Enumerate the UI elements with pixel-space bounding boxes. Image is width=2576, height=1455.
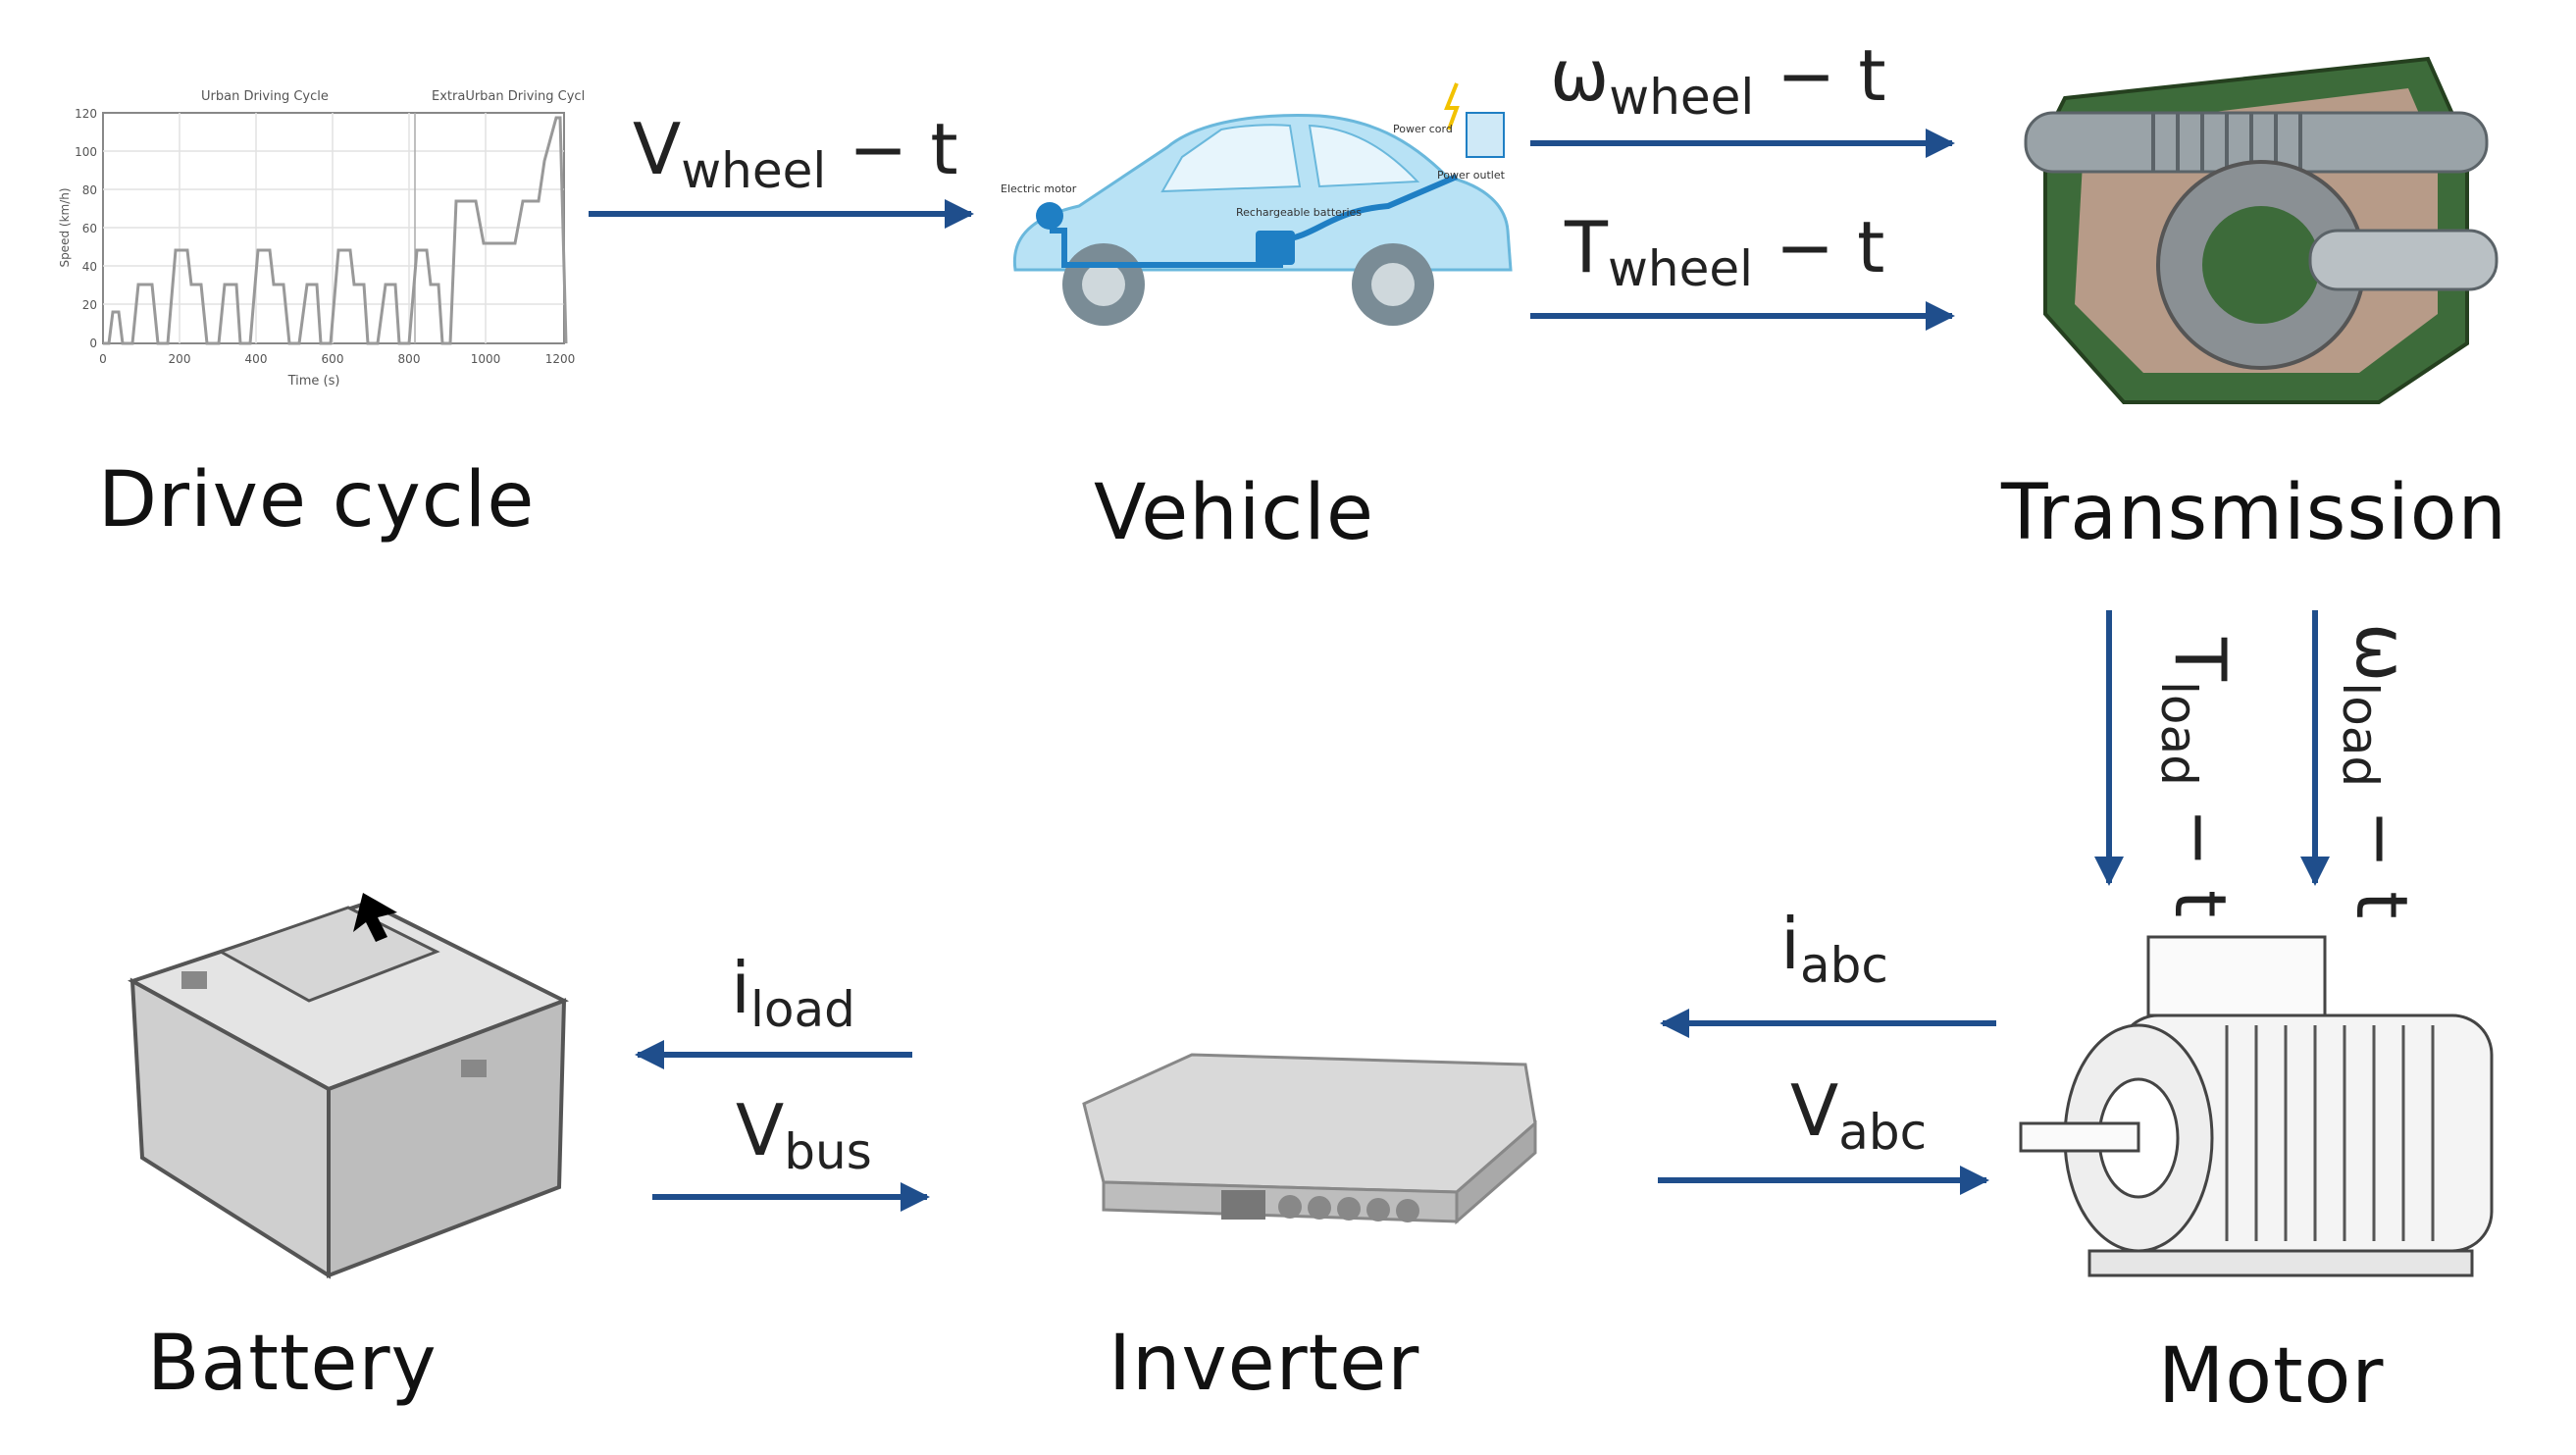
signal-label-v-bus: Vbus bbox=[736, 1089, 872, 1180]
signal-label-i-abc: iabc bbox=[1780, 903, 1888, 994]
block-title-motor: Motor bbox=[2158, 1332, 2385, 1421]
block-title-drive-cycle: Drive cycle bbox=[98, 456, 536, 545]
vehicle-label-cord: Power cord bbox=[1393, 123, 1453, 135]
drive-cycle-ytick: 60 bbox=[82, 222, 97, 235]
signal-label-omega-load: ωload − t bbox=[2332, 623, 2423, 919]
signal-label-t-load: Tload − t bbox=[2150, 638, 2241, 918]
drive-cycle-title-urban: Urban Driving Cycle bbox=[201, 89, 329, 104]
signal-label-v-wheel: Vwheel − t bbox=[633, 108, 958, 199]
drive-cycle-xtick: 800 bbox=[398, 352, 421, 366]
drive-cycle-xtick: 1000 bbox=[471, 352, 501, 366]
motor-illustration bbox=[2019, 935, 2494, 1277]
drive-cycle-ytick: 20 bbox=[82, 298, 97, 312]
transmission-gearbox-illustration bbox=[2024, 56, 2499, 404]
vehicle-label-motor: Electric motor bbox=[1001, 182, 1077, 195]
drive-cycle-ytick: 120 bbox=[75, 107, 97, 121]
drive-cycle-plot: Urban Driving Cycle ExtraUrban Driving C… bbox=[58, 89, 584, 389]
signal-label-i-load: iload bbox=[731, 947, 855, 1038]
vehicle-label-outlet: Power outlet bbox=[1437, 169, 1506, 182]
drive-cycle-xtick: 0 bbox=[99, 352, 107, 366]
signal-label-v-abc: Vabc bbox=[1790, 1069, 1928, 1161]
drive-cycle-ytick: 0 bbox=[89, 337, 97, 350]
drive-cycle-ylabel: Speed (km/h) bbox=[58, 187, 72, 267]
drive-cycle-xtick: 600 bbox=[322, 352, 344, 366]
drive-cycle-ytick: 100 bbox=[75, 145, 97, 159]
vehicle-label-batteries: Rechargeable batteries bbox=[1236, 206, 1362, 219]
block-title-battery: Battery bbox=[147, 1320, 438, 1408]
drive-cycle-xtick: 400 bbox=[245, 352, 268, 366]
battery-illustration bbox=[128, 893, 569, 1279]
block-title-vehicle: Vehicle bbox=[1094, 469, 1374, 557]
drive-cycle-title-extraurban: ExtraUrban Driving Cycle bbox=[432, 89, 584, 104]
vehicle-illustration: Electric motor Rechargeable batteries Po… bbox=[1001, 82, 1513, 326]
drive-cycle-xtick: 200 bbox=[169, 352, 191, 366]
block-title-inverter: Inverter bbox=[1108, 1320, 1420, 1408]
drive-cycle-ytick: 80 bbox=[82, 183, 97, 197]
inverter-illustration bbox=[1082, 1053, 1537, 1225]
signal-label-t-wheel: Twheel − t bbox=[1565, 206, 1885, 297]
drive-cycle-xlabel: Time (s) bbox=[287, 374, 340, 389]
drive-cycle-ytick: 40 bbox=[82, 260, 97, 274]
block-title-transmission: Transmission bbox=[2001, 469, 2507, 557]
drive-cycle-xtick: 1200 bbox=[545, 352, 576, 366]
signal-label-omega-wheel: ωwheel − t bbox=[1550, 34, 1886, 126]
